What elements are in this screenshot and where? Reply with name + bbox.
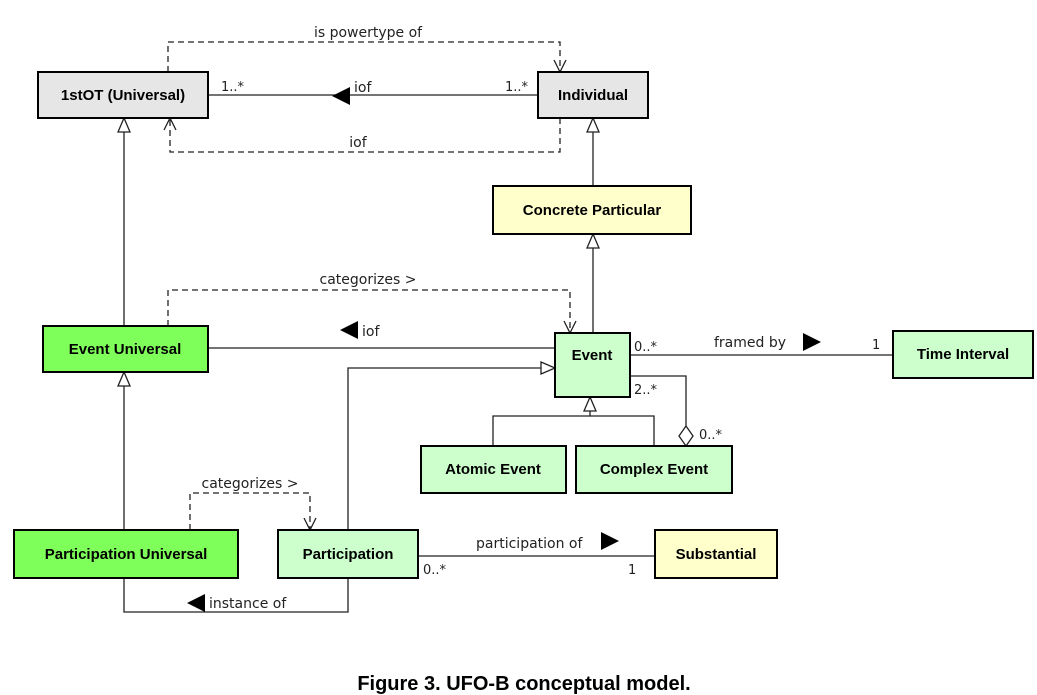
- class-participation-universal[interactable]: Participation Universal: [13, 529, 239, 579]
- instance-of-direction-icon: [187, 594, 205, 612]
- class-complex-event[interactable]: Complex Event: [575, 445, 733, 494]
- class-name: Event Universal: [69, 341, 182, 358]
- composition-association: [630, 375, 687, 426]
- composition-mult-complex: 0..*: [699, 428, 723, 443]
- categorizes-participation-connector: [189, 492, 310, 530]
- instance-of-connector: [123, 578, 349, 613]
- class-name: Participation: [303, 546, 394, 563]
- powertype-connector: [167, 41, 560, 72]
- composition-mult-event: 2..*: [634, 383, 658, 398]
- iof-top-mult-left: 1..*: [221, 80, 245, 95]
- powertype-label: is powertype of: [314, 25, 423, 41]
- generalization-participation-event: [347, 368, 555, 530]
- iof-event-direction-icon: [340, 321, 358, 339]
- composition-diamond: [678, 424, 694, 448]
- iof-event-label: iof: [362, 324, 380, 340]
- iof-top-direction-icon: [332, 87, 350, 105]
- class-time-interval[interactable]: Time Interval: [892, 330, 1034, 379]
- class-concrete-particular[interactable]: Concrete Particular: [492, 185, 692, 235]
- class-name: Atomic Event: [445, 461, 541, 478]
- class-name: Individual: [558, 87, 628, 104]
- class-participation[interactable]: Participation: [277, 529, 419, 579]
- instance-of-label: instance of: [209, 596, 287, 612]
- iof-dashed-label: iof: [349, 135, 367, 151]
- class-name: Complex Event: [600, 461, 708, 478]
- class-name: Time Interval: [917, 346, 1009, 363]
- iof-dashed-connector: [170, 118, 561, 153]
- figure-caption: Figure 3. UFO-B conceptual model.: [357, 673, 690, 695]
- participation-mult-left: 0..*: [423, 563, 447, 578]
- framed-mult-right: 1: [872, 338, 880, 353]
- class-name: Concrete Particular: [523, 202, 662, 219]
- class-name: Participation Universal: [45, 546, 208, 563]
- class-name: Event: [572, 347, 613, 364]
- framed-mult-left: 0..*: [634, 340, 658, 355]
- class-name: 1stOT (Universal): [61, 87, 185, 104]
- class-substantial[interactable]: Substantial: [654, 529, 778, 579]
- categorizes-event-label: categorizes >: [320, 272, 417, 288]
- class-individual[interactable]: Individual: [537, 71, 649, 119]
- participation-of-direction-icon: [601, 532, 619, 550]
- generalization-complex-event: [590, 415, 655, 446]
- categorizes-participation-label: categorizes >: [202, 476, 299, 492]
- class-name: Substantial: [676, 546, 757, 563]
- class-event-universal[interactable]: Event Universal: [42, 325, 209, 373]
- class-atomic-event[interactable]: Atomic Event: [420, 445, 567, 494]
- generalization-atomic-event: [492, 397, 590, 446]
- iof-top-mult-right: 1..*: [505, 80, 529, 95]
- class-first-ot[interactable]: 1stOT (Universal): [37, 71, 209, 119]
- iof-top-label: iof: [354, 80, 372, 96]
- participation-of-label: participation of: [476, 536, 583, 552]
- framed-by-direction-icon: [803, 333, 821, 351]
- participation-mult-right: 1: [628, 563, 636, 578]
- framed-by-label: framed by: [714, 335, 786, 351]
- class-event[interactable]: Event: [554, 332, 631, 398]
